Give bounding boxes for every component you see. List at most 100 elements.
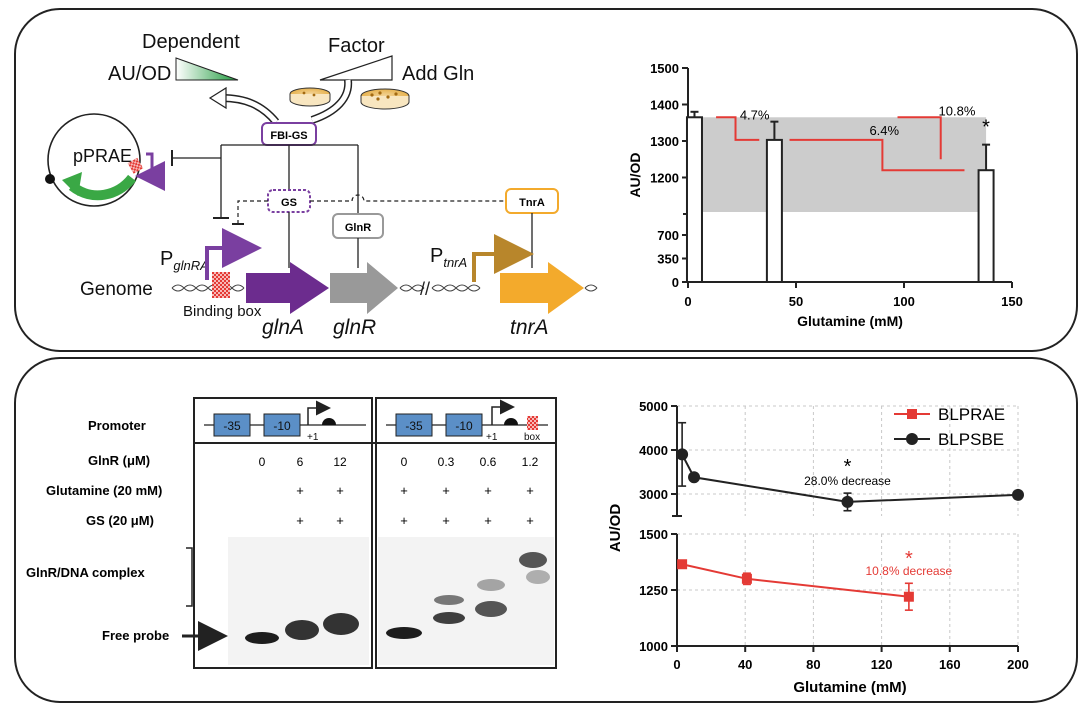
dna-helix: [171, 284, 598, 292]
glnr-binding-box: [527, 416, 538, 430]
svg-text:+: +: [484, 483, 492, 498]
lane-value: 0: [401, 455, 408, 469]
y-tick-label: 1000: [639, 639, 668, 654]
decrease-step-line: [897, 116, 942, 160]
annotation-label: 28.0% decrease: [804, 474, 891, 488]
svg-text:box: box: [524, 432, 540, 443]
svg-text:-10: -10: [273, 419, 291, 433]
y-tick-label: 1500: [650, 61, 679, 76]
gel-band: [323, 613, 359, 635]
bar: [685, 116, 703, 284]
glnr-row-label: GlnR (μM): [88, 453, 150, 468]
legend-label: BLPRAE: [938, 405, 1005, 424]
gel-band: [433, 612, 465, 624]
tnra-box-label: TnrA: [519, 197, 545, 209]
free-probe-label: Free probe: [102, 628, 169, 643]
x-axis-title: Glutamine (mM): [797, 313, 903, 329]
svg-text:+: +: [296, 483, 304, 498]
annotation-label: 6.4%: [869, 123, 899, 138]
lane-value: 0: [259, 455, 266, 469]
shaded-region: [694, 117, 987, 212]
box-minus10: [263, 413, 301, 437]
gel-band: [386, 627, 422, 639]
lane-value: 0.3: [438, 455, 455, 469]
gene-glnr-label: glnR: [333, 316, 376, 339]
regulation-diagram: Dependent AU/OD Factor Add Gln FBI-GS: [45, 31, 598, 339]
x-tick-label: 50: [789, 294, 803, 309]
p-tnra-label: PtnrA: [430, 245, 467, 270]
tss-arrow: [491, 399, 515, 425]
gel-band: [477, 579, 505, 591]
data-point: [841, 495, 854, 508]
y-axis-title: AU/OD: [627, 152, 643, 197]
bar: [977, 169, 995, 283]
emsa-frame-right: [375, 397, 557, 669]
genome-label: Genome: [80, 279, 153, 300]
box-minus10: [445, 413, 483, 437]
gel-band: [519, 552, 547, 568]
data-point: [677, 559, 688, 570]
significance-star: *: [982, 117, 990, 139]
annotation-label: 10.8% decrease: [866, 564, 953, 578]
svg-text:+: +: [336, 513, 344, 528]
y-tick-label: 4000: [639, 443, 668, 458]
gs-label: GS: [281, 197, 297, 209]
petri-dish-icon: [360, 88, 410, 110]
x-tick-label: 120: [871, 657, 893, 672]
glutamine-row-label: Glutamine (20 mM): [46, 483, 162, 498]
gene-glna-label: glnA: [262, 316, 304, 339]
gel-band: [526, 570, 550, 584]
gel-bands: [245, 552, 550, 644]
lane-value: 12: [333, 455, 347, 469]
gene-tnra-label: tnrA: [510, 316, 549, 339]
gel-band: [434, 595, 464, 605]
gs-row-label: GS (20 μM): [86, 513, 154, 528]
annotation-label: 4.7%: [740, 107, 770, 122]
tss-arrow: [307, 400, 331, 425]
x-axis-title: Glutamine (mM): [793, 679, 906, 696]
box-minus35: [213, 413, 251, 437]
dependent-label: Dependent: [142, 31, 240, 53]
y-tick-label: 1250: [639, 583, 668, 598]
decrease-step-line: [789, 138, 965, 172]
glnra-promoter-arrow: [205, 228, 262, 280]
svg-text:+: +: [442, 513, 450, 528]
y-tick-label: 1400: [650, 98, 679, 113]
svg-text:+: +: [526, 483, 534, 498]
gel-band: [285, 620, 319, 640]
y-tick-label: 0: [672, 275, 679, 290]
plasmid-promoter-arrow: [135, 152, 165, 191]
emsa-panel: Promoter -35 -10 +1 -35 -10 +1 box GlnR …: [26, 397, 557, 669]
svg-text:-35: -35: [223, 419, 241, 433]
svg-text:+: +: [526, 513, 534, 528]
tnra-promoter-arrow: [472, 234, 534, 282]
emsa-frame-left: [193, 397, 373, 669]
ribosome-binding-site: [322, 418, 336, 425]
significance-star: *: [905, 548, 913, 570]
x-tick-label: 0: [673, 657, 680, 672]
fbi-gs-label: FBI-GS: [270, 130, 307, 142]
glnr-gene-arrow: [330, 262, 398, 314]
svg-text:+: +: [442, 483, 450, 498]
factor-label: Factor: [328, 35, 385, 57]
svg-text:-10: -10: [455, 419, 473, 433]
lane-value: 0.6: [480, 455, 497, 469]
y-tick-label: 1500: [639, 527, 668, 542]
svg-text:-35: -35: [405, 419, 423, 433]
glna-gene-arrow: [246, 262, 329, 314]
lane-value: 1.2: [522, 455, 539, 469]
significance-star: *: [844, 456, 852, 478]
svg-text:+: +: [296, 513, 304, 528]
x-tick-label: 160: [939, 657, 961, 672]
y-tick-label: 350: [657, 252, 679, 267]
glnr-box-label: GlnR: [345, 222, 371, 234]
y-tick-label: 1200: [650, 171, 679, 186]
genome-binding-box: [212, 272, 230, 298]
x-tick-label: 80: [806, 657, 820, 672]
data-point: [688, 471, 701, 484]
x-tick-label: 100: [893, 294, 915, 309]
x-tick-label: 200: [1007, 657, 1029, 672]
